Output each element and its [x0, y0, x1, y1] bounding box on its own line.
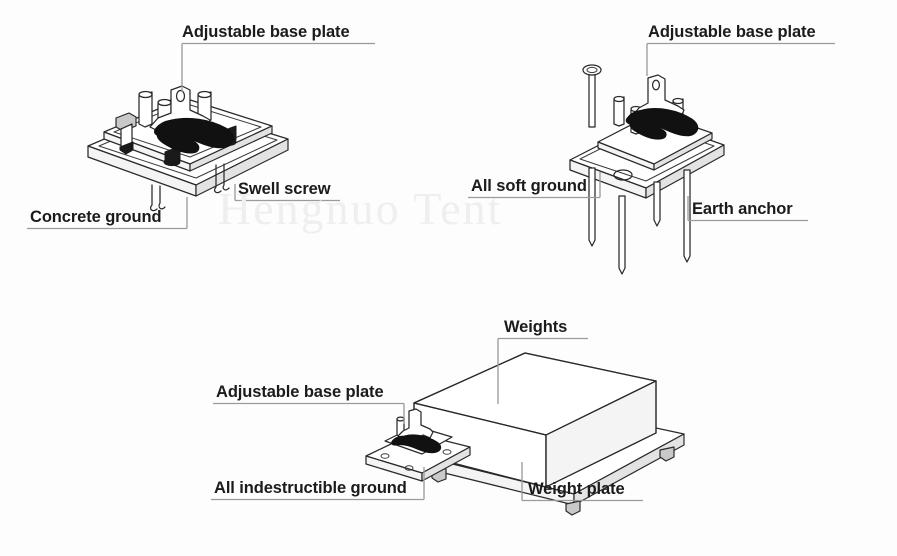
label-weight-plate: Weight plate	[528, 480, 625, 498]
label-all-soft-ground: All soft ground	[471, 177, 587, 195]
earth-anchors-2	[582, 64, 691, 275]
label-earth-anchor: Earth anchor	[692, 200, 793, 218]
label-concrete-ground: Concrete ground	[30, 208, 162, 226]
base-plate-bolts-1	[115, 112, 237, 167]
watermark-text: Hengnuo Tent	[218, 183, 503, 234]
adjustable-base-plate-3	[365, 408, 471, 482]
label-adjustable-base-plate-1: Adjustable base plate	[182, 23, 350, 41]
label-weights: Weights	[504, 318, 568, 336]
weights-box-3	[413, 352, 657, 488]
diagram-concrete-ground-art	[87, 85, 289, 212]
label-adjustable-base-plate-3: Adjustable base plate	[216, 383, 384, 401]
label-adjustable-base-plate-2: Adjustable base plate	[648, 23, 816, 41]
callout-leaders	[27, 42, 835, 502]
label-swell-screw: Swell screw	[238, 180, 331, 198]
swell-screws-1	[149, 163, 230, 212]
clamp-band-1	[154, 117, 234, 154]
diagram-indestructible-ground-art	[365, 352, 685, 516]
clamp-band-2	[625, 108, 699, 140]
label-all-indestructible-ground: All indestructible ground	[214, 479, 407, 497]
diagram-soft-ground-art	[569, 64, 725, 275]
